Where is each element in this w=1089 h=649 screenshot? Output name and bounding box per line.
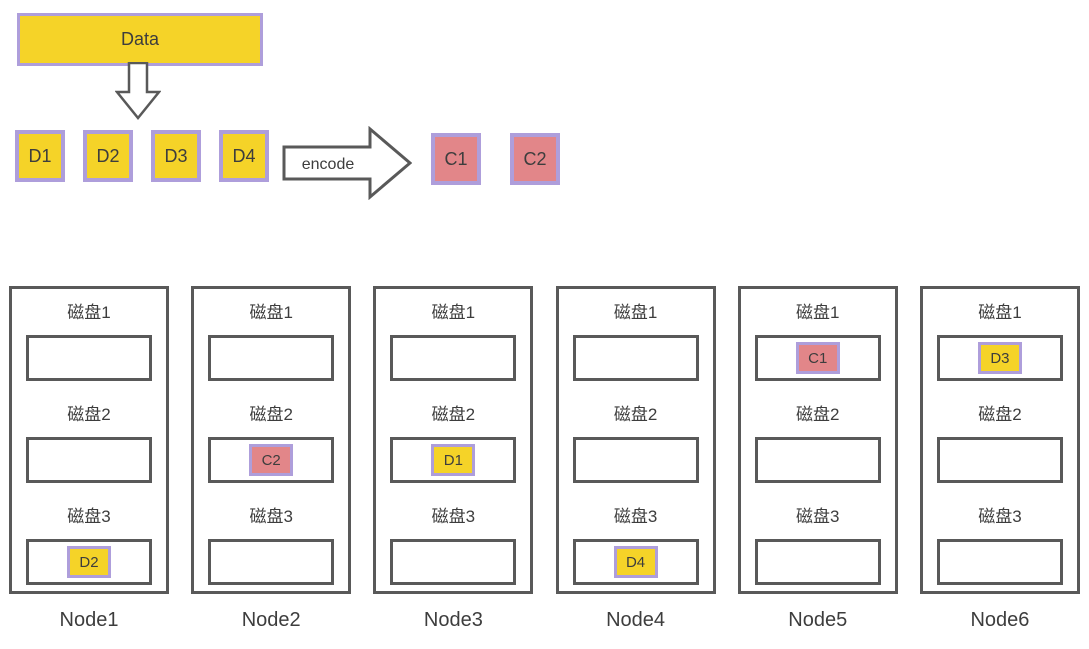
disk-slot: D1: [390, 437, 517, 483]
disk-slot: D2: [26, 539, 152, 585]
disk-label: 磁盘3: [796, 507, 840, 526]
chunk-c1: C1: [431, 133, 481, 185]
disk-slot: [390, 539, 517, 585]
disk-group: 磁盘3: [936, 495, 1063, 585]
disk-label: 磁盘2: [431, 405, 476, 424]
disk-slot: [26, 437, 152, 483]
chunk-c2: C2: [249, 444, 294, 476]
encode-label: encode: [302, 156, 355, 173]
disk-slot: D4: [572, 539, 699, 585]
data-box-label: Data: [120, 29, 160, 49]
chunk-d3: D3: [977, 342, 1022, 374]
disk-slot: [936, 437, 1063, 483]
disk-label: 磁盘2: [67, 405, 111, 424]
encode-arrow-icon: encode: [282, 126, 412, 200]
chunk-c2: C2: [510, 133, 560, 185]
disk-group: 磁盘2: [26, 393, 152, 483]
disk-label: 磁盘3: [431, 507, 476, 526]
disk-slot: [754, 437, 881, 483]
node-label: Node1: [59, 609, 119, 631]
disk-slot: [572, 437, 699, 483]
disk-label: 磁盘2: [613, 405, 658, 424]
node-label: Node5: [788, 609, 848, 631]
chunk-d1: D1: [15, 130, 65, 182]
disk-slot: [208, 539, 335, 585]
chunk-c1: C1: [795, 342, 840, 374]
disk-label: 磁盘1: [431, 303, 476, 322]
node-label: Node6: [970, 609, 1030, 631]
disk-label: 磁盘2: [978, 405, 1022, 424]
node-label: Node2: [241, 609, 301, 631]
chunk-d2: D2: [67, 546, 111, 578]
disk-group: 磁盘3: [208, 495, 335, 585]
disk-label: 磁盘3: [249, 507, 293, 526]
data-box: Data: [17, 13, 263, 66]
disk-group: 磁盘1: [390, 291, 517, 381]
disk-slot: [936, 539, 1063, 585]
disk-group: 磁盘1: [572, 291, 699, 381]
disk-label: 磁盘1: [796, 303, 840, 322]
disk-label: 磁盘1: [978, 303, 1022, 322]
disk-label: 磁盘2: [249, 405, 293, 424]
disk-label: 磁盘3: [67, 507, 111, 526]
disk-label: 磁盘3: [978, 507, 1022, 526]
data-chunk-row: D1 D2 D3 D4: [15, 130, 269, 182]
disk-slot: [390, 335, 517, 381]
disk-group: 磁盘3: [390, 495, 517, 585]
chunk-d1: D1: [431, 444, 476, 476]
down-arrow-icon: [115, 62, 161, 120]
disk-group: 磁盘3: [754, 495, 881, 585]
disk-slot: C2: [208, 437, 335, 483]
chunk-d2: D2: [83, 130, 133, 182]
node-label: Node4: [606, 609, 666, 631]
disk-group: 磁盘1: [26, 291, 152, 381]
disk-label: 磁盘1: [67, 303, 111, 322]
node-label: Node3: [423, 609, 483, 631]
disk-label: 磁盘3: [613, 507, 658, 526]
chunk-d4: D4: [219, 130, 269, 182]
disk-label: 磁盘1: [249, 303, 293, 322]
disk-label: 磁盘1: [613, 303, 658, 322]
disk-slot: D3: [936, 335, 1063, 381]
disk-slot: [208, 335, 335, 381]
disk-group: 磁盘2: [936, 393, 1063, 483]
disk-slot: [26, 335, 152, 381]
chunk-d4: D4: [613, 546, 658, 578]
disk-group: 磁盘2: [754, 393, 881, 483]
disk-slot: C1: [754, 335, 881, 381]
disk-group: 磁盘2: [572, 393, 699, 483]
coded-chunk-row: C1 C2: [431, 133, 560, 185]
chunk-d3: D3: [151, 130, 201, 182]
disk-slot: [572, 335, 699, 381]
disk-group: 磁盘1: [208, 291, 335, 381]
disk-label: 磁盘2: [796, 405, 840, 424]
disk-slot: [754, 539, 881, 585]
